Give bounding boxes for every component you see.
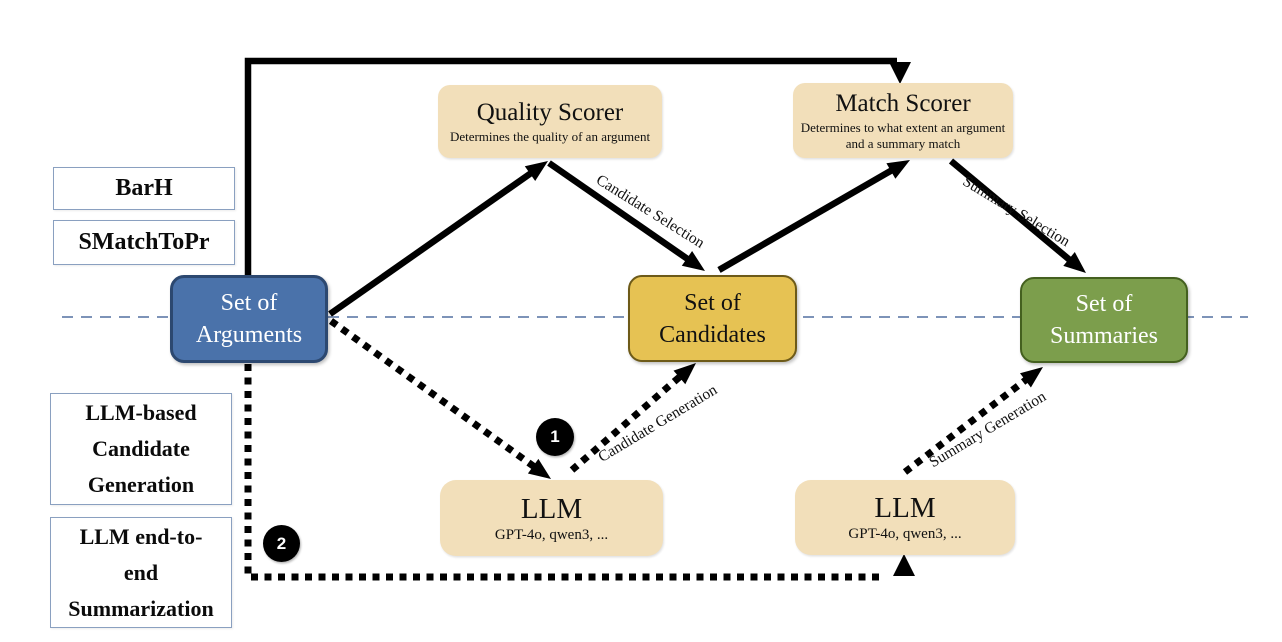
node-set-of-candidates-label: Set of Candidates bbox=[659, 289, 766, 348]
method-box-llm-candidate-generation: LLM-based Candidate Generation bbox=[50, 393, 232, 505]
method-box-smatchtopr: SMatchToPr bbox=[53, 220, 235, 265]
quality-scorer-title: Quality Scorer bbox=[476, 98, 624, 126]
edge-arguments-to-qualityscorer bbox=[328, 168, 536, 317]
edge-candidates-to-matchscorer bbox=[717, 166, 895, 273]
method-label-barh: BarH bbox=[115, 175, 173, 201]
arrowhead-summaries-bottom bbox=[1020, 367, 1043, 388]
node-llm-summary: LLM GPT-4o, qwen3, ... bbox=[795, 480, 1015, 555]
node-set-of-arguments: Set of Arguments bbox=[170, 275, 328, 363]
arrowhead-qualityscorer bbox=[524, 161, 548, 181]
node-set-of-summaries: Set of Summaries bbox=[1020, 277, 1188, 363]
node-match-scorer: Match Scorer Determines to what extent a… bbox=[793, 83, 1013, 158]
llm-candidate-title: LLM bbox=[520, 492, 583, 525]
method-box-barh: BarH bbox=[53, 167, 235, 210]
edge-qualityscorer-to-candidates bbox=[547, 160, 691, 263]
node-set-of-summaries-label: Set of Summaries bbox=[1050, 291, 1158, 349]
edge-arguments-to-llm2-dotted bbox=[244, 364, 884, 581]
arrowhead-llm2-bottom bbox=[893, 554, 915, 576]
arrowhead-matchscorer-bottom bbox=[886, 160, 910, 179]
node-set-of-arguments-label: Set of Arguments bbox=[195, 290, 303, 348]
llm-summary-subtitle: GPT-4o, qwen3, ... bbox=[848, 526, 962, 542]
quality-scorer-subtitle: Determines the quality of an argument bbox=[449, 128, 651, 144]
arrowhead-matchscorer-top bbox=[889, 62, 911, 84]
marker-circle-2: 2 bbox=[263, 525, 300, 562]
node-set-of-candidates: Set of Candidates bbox=[628, 275, 797, 362]
method-label-llm-candidate-generation: LLM-based Candidate Generation bbox=[85, 400, 197, 497]
match-scorer-subtitle: Determines to what extent an argument an… bbox=[800, 120, 1006, 151]
method-label-llm-end-to-end: LLM end-to- end Summarization bbox=[68, 523, 214, 621]
method-box-llm-end-to-end: LLM end-to- end Summarization bbox=[50, 517, 232, 628]
edge-arguments-to-llm1-dotted bbox=[328, 318, 539, 471]
edge-llm1-to-candidates-dotted bbox=[569, 371, 686, 473]
edge-arguments-to-matchscorer-top bbox=[244, 57, 897, 277]
node-quality-scorer: Quality Scorer Determines the quality of… bbox=[438, 85, 662, 158]
edge-llm2-to-summaries-dotted bbox=[902, 376, 1030, 475]
llm-candidate-subtitle: GPT-4o, qwen3, ... bbox=[494, 526, 609, 543]
edge-matchscorer-to-summaries bbox=[948, 158, 1074, 264]
arrowhead-llm1-top bbox=[527, 458, 551, 479]
arrowhead-candidates-top bbox=[681, 251, 705, 271]
arrowhead-summaries-top bbox=[1063, 252, 1086, 273]
marker-circle-1: 1 bbox=[536, 418, 574, 456]
method-label-smatchtopr: SMatchToPr bbox=[78, 229, 210, 255]
node-llm-candidate: LLM GPT-4o, qwen3, ... bbox=[440, 480, 663, 556]
llm-summary-title: LLM bbox=[874, 492, 936, 524]
match-scorer-title: Match Scorer bbox=[835, 90, 971, 117]
arrowhead-candidates-bottom bbox=[673, 363, 696, 385]
